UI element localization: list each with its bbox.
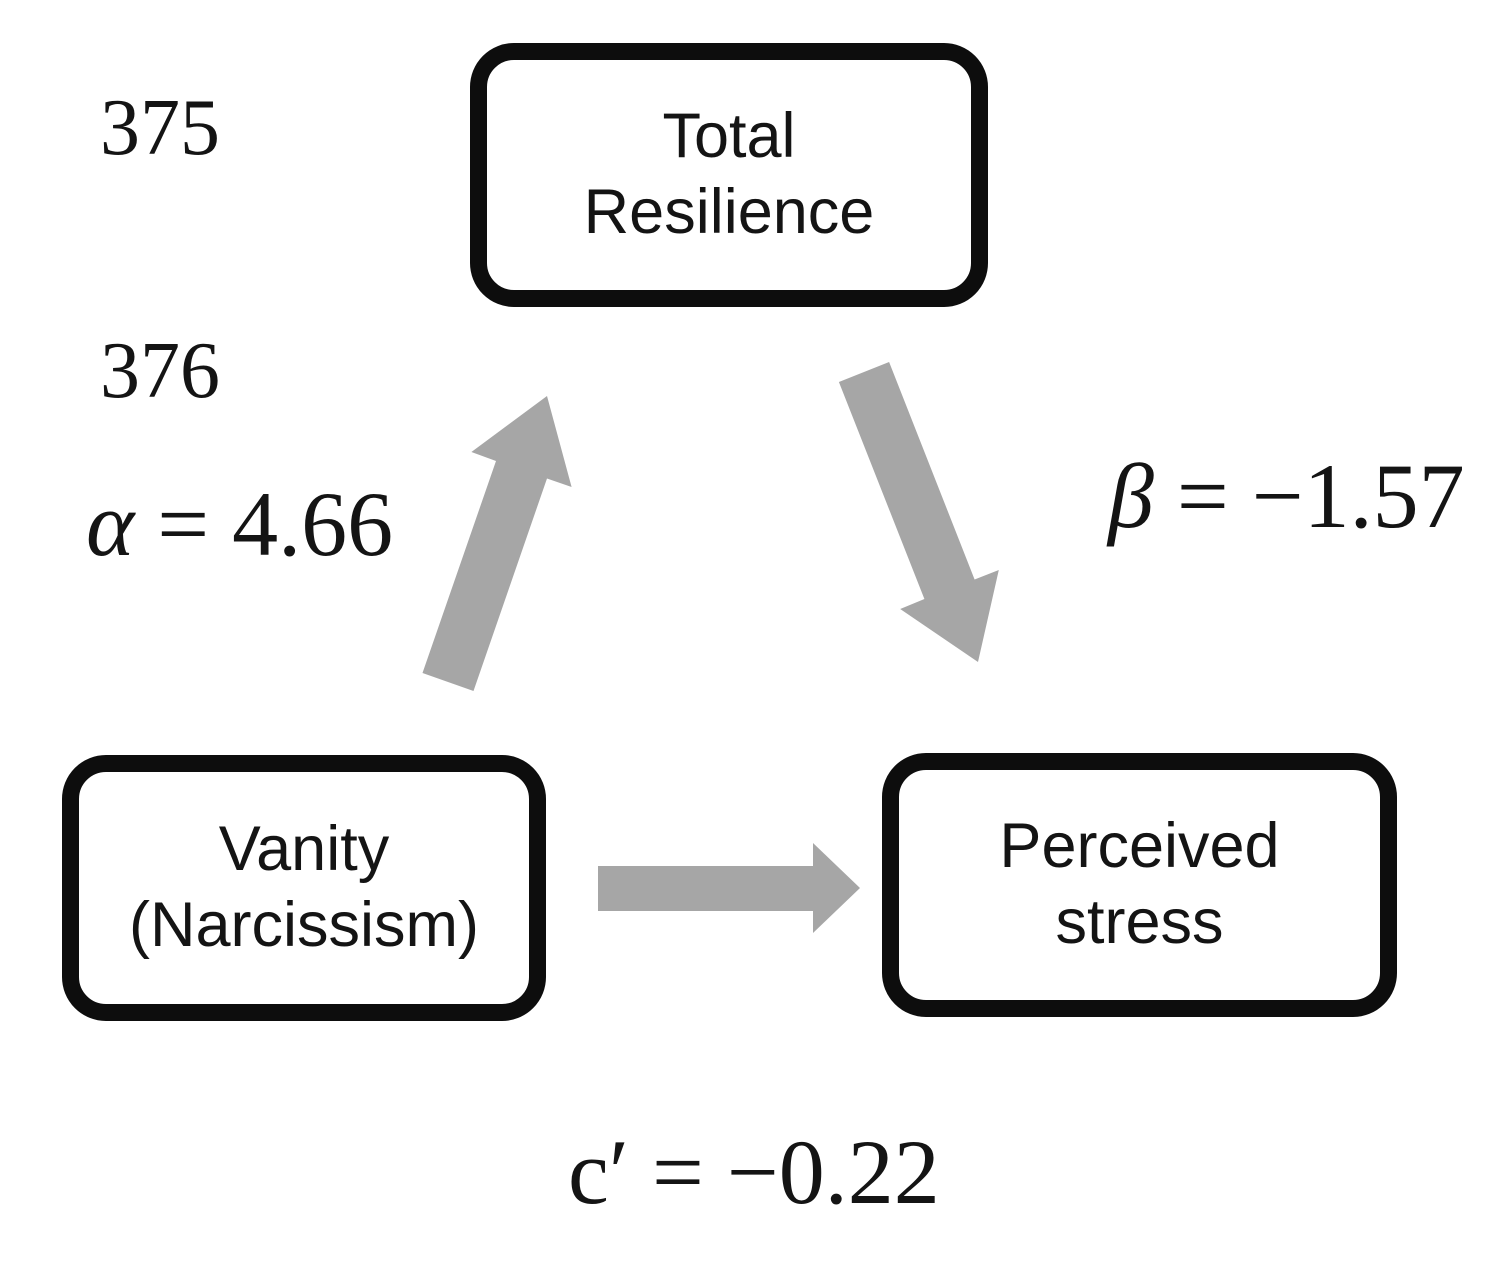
alpha-symbol: α — [86, 473, 135, 575]
beta-coefficient-label: β = −1.57 — [1108, 450, 1465, 542]
c-prime-value: = −0.22 — [628, 1121, 940, 1223]
c-prime-path-arrow — [598, 843, 860, 933]
node-perceived-stress: Perceived stress — [882, 753, 1397, 1017]
node-label-line: (Narcissism) — [129, 890, 479, 960]
node-vanity-narcissism: Vanity (Narcissism) — [62, 755, 546, 1021]
beta-symbol: β — [1108, 445, 1154, 547]
line-number-375: 375 — [100, 84, 220, 172]
beta-path-arrow — [838, 362, 999, 662]
node-total-resilience: Total Resilience — [470, 43, 988, 307]
alpha-value: = 4.66 — [134, 473, 394, 575]
c-prime-symbol: c′ — [568, 1121, 629, 1223]
alpha-path-arrow — [422, 396, 572, 691]
node-label-line: stress — [1055, 887, 1224, 957]
c-prime-coefficient-label: c′ = −0.22 — [568, 1126, 940, 1218]
alpha-coefficient-label: α = 4.66 — [86, 478, 393, 570]
node-label-line: Vanity — [218, 814, 390, 885]
node-label-line: Resilience — [583, 177, 875, 247]
node-label-line: Perceived — [999, 811, 1280, 882]
node-label-line: Total — [662, 101, 796, 172]
beta-value: = −1.57 — [1153, 445, 1465, 547]
line-number-376: 376 — [100, 327, 220, 415]
